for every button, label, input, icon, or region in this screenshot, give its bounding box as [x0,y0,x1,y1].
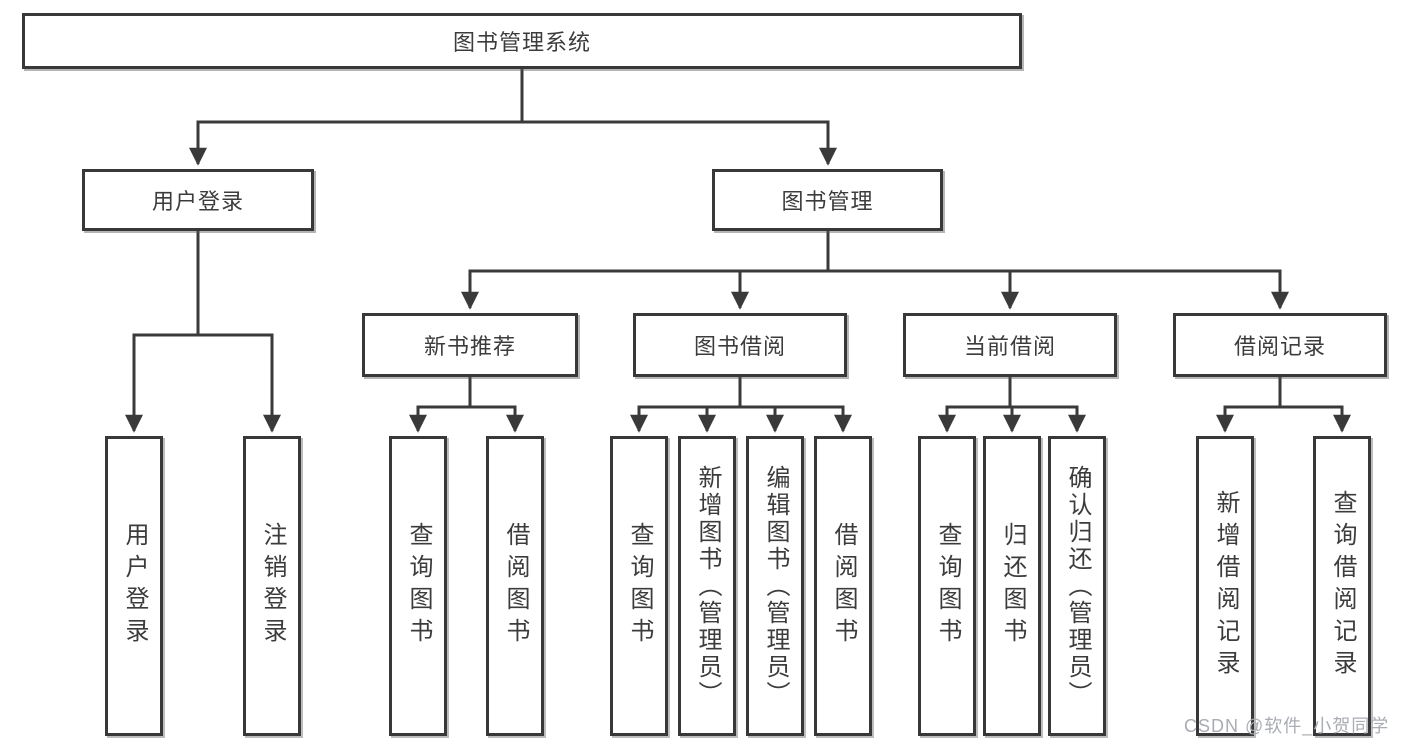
leaf-query-books-recommend-label: 查询图书 [405,522,432,650]
leaf-confirm-return-admin-label: 确认归还（管理员） [1064,464,1091,708]
leaf-edit-book-admin: 编辑图书（管理员） [746,436,804,736]
node-book-borrow: 图书借阅 [633,313,847,377]
connector-new-book-recommend-children [409,377,524,433]
connector-root-to-level2 [189,69,837,166]
root-node-library-management-system: 图书管理系统 [22,13,1022,69]
node-user-login: 用户登录 [82,169,314,231]
leaf-query-books-current: 查询图书 [918,436,976,736]
node-current-borrow: 当前借阅 [903,313,1117,377]
leaf-logout: 注销登录 [243,436,301,736]
leaf-query-borrow-record: 查询借阅记录 [1313,436,1371,736]
leaf-borrow-books-recommend: 借阅图书 [486,436,544,736]
leaf-add-book-admin: 新增图书（管理员） [678,436,736,736]
leaf-borrow-books-borrow-label: 借阅图书 [830,522,857,650]
leaf-query-borrow-record-label: 查询借阅记录 [1329,490,1356,682]
connector-borrow-records-children [1216,377,1351,433]
csdn-watermark: CSDN @软件_小贺同学 [1184,716,1390,736]
leaf-add-borrow-record: 新增借阅记录 [1196,436,1254,736]
node-book-management: 图书管理 [712,169,943,231]
leaf-borrow-books-borrow: 借阅图书 [814,436,872,736]
node-new-book-recommend: 新书推荐 [362,313,578,377]
connector-book-management-children [461,231,1289,310]
connector-current-borrow-children [938,377,1086,433]
leaf-return-book: 归还图书 [983,436,1041,736]
connector-user-login-children [125,231,281,433]
leaf-user-login: 用户登录 [105,436,163,736]
leaf-add-book-admin-label: 新增图书（管理员） [694,464,721,708]
leaf-query-books-borrow-label: 查询图书 [626,522,653,650]
leaf-add-borrow-record-label: 新增借阅记录 [1212,490,1239,682]
leaf-query-books-current-label: 查询图书 [934,522,961,650]
node-borrow-records: 借阅记录 [1173,313,1387,377]
leaf-borrow-books-recommend-label: 借阅图书 [502,522,529,650]
leaf-edit-book-admin-label: 编辑图书（管理员） [762,464,789,708]
leaf-logout-label: 注销登录 [259,522,286,650]
leaf-query-books-recommend: 查询图书 [389,436,447,736]
connector-book-borrow-children [630,377,852,433]
leaf-user-login-label: 用户登录 [121,522,148,650]
leaf-confirm-return-admin: 确认归还（管理员） [1048,436,1106,736]
leaf-query-books-borrow: 查询图书 [610,436,668,736]
leaf-return-book-label: 归还图书 [999,522,1026,650]
